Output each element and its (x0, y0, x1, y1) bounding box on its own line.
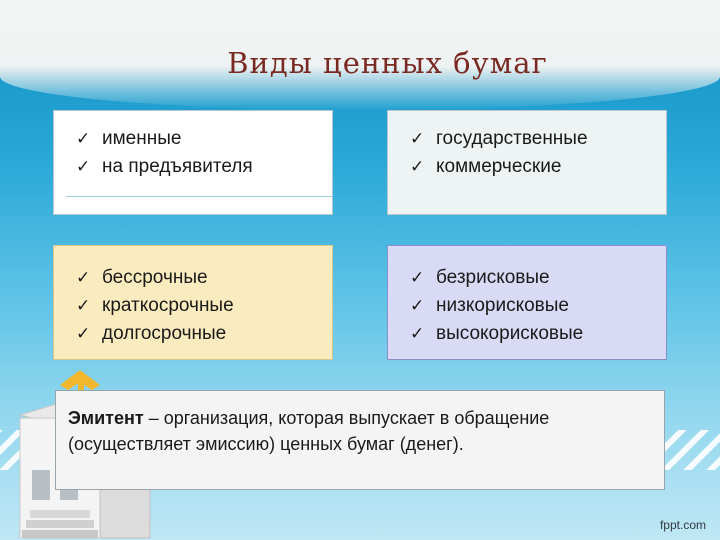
list-item: ✓бессрочные (76, 264, 318, 292)
list-item: ✓безрисковые (410, 264, 652, 292)
divider (66, 196, 332, 197)
securities-box-issuer: ✓государственные ✓коммерческие (387, 110, 667, 215)
list-item: ✓на предъявителя (76, 153, 318, 181)
checkmark-icon: ✓ (410, 324, 425, 343)
list-item: ✓долгосрочные (76, 320, 318, 348)
checkmark-icon: ✓ (410, 157, 425, 176)
checkmark-icon: ✓ (410, 268, 425, 287)
checkmark-icon: ✓ (76, 296, 91, 315)
decorative-stripe-right (664, 430, 720, 470)
title-band (0, 0, 720, 110)
list-item: ✓высокорисковые (410, 320, 652, 348)
securities-box-ownership: ✓именные ✓на предъявителя (53, 110, 333, 215)
checkmark-icon: ✓ (76, 268, 91, 287)
list-item: ✓низкорисковые (410, 292, 652, 320)
list-item: ✓краткосрочные (76, 292, 318, 320)
checkmark-icon: ✓ (76, 324, 91, 343)
definition-box: Эмитент – организация, которая выпускает… (55, 390, 665, 490)
watermark: fppt.com (659, 518, 706, 532)
definition-text: – организация, которая выпускает в обращ… (68, 408, 550, 454)
list-item: ✓государственные (410, 125, 652, 153)
list-item: ✓коммерческие (410, 153, 652, 181)
checkmark-icon: ✓ (410, 296, 425, 315)
list-item: ✓именные (76, 125, 318, 153)
checkmark-icon: ✓ (410, 129, 425, 148)
checkmark-icon: ✓ (76, 129, 91, 148)
checkmark-icon: ✓ (76, 157, 91, 176)
definition-term: Эмитент (68, 408, 144, 428)
securities-box-term: ✓бессрочные ✓краткосрочные ✓долгосрочные (53, 245, 333, 360)
slide-title: Виды ценных бумаг (227, 46, 548, 80)
securities-box-risk: ✓безрисковые ✓низкорисковые ✓высокориско… (387, 245, 667, 360)
